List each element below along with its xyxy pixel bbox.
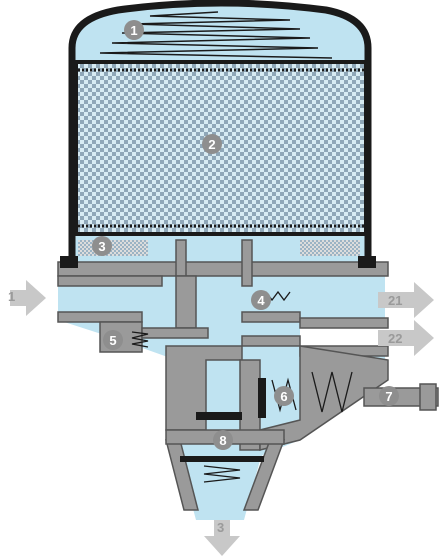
callout-8: 8 [213,430,233,450]
inlet-arrow [10,280,46,316]
callout-8-label: 8 [219,433,226,448]
callout-1-label: 1 [130,23,137,38]
callout-2-label: 2 [208,137,215,152]
callout-5: 5 [103,330,123,350]
port-21-label: 21 [388,293,402,308]
outlet-21-arrow [378,282,434,318]
port-22-label: 22 [388,331,402,346]
callout-1: 1 [124,20,144,40]
valve-housing [57,239,389,511]
dome-spring [99,11,333,59]
outlet-22-arrow [378,320,434,356]
callout-2: 2 [202,134,222,154]
port-exhaust-label: 3 [217,520,224,535]
adjusting-screw [363,383,439,411]
callout-7: 7 [379,386,399,406]
callout-3-label: 3 [98,239,105,254]
callout-4-label: 4 [257,293,265,308]
callout-6-label: 6 [280,389,287,404]
callout-6: 6 [274,386,294,406]
callout-3: 3 [92,236,112,256]
port-inlet-label: 1 [8,289,15,304]
exhaust-arrow [204,520,240,556]
callout-7-label: 7 [385,389,392,404]
flow-arrows [10,280,434,556]
seals [60,256,376,462]
callout-5-label: 5 [109,333,116,348]
callout-4: 4 [251,290,271,310]
